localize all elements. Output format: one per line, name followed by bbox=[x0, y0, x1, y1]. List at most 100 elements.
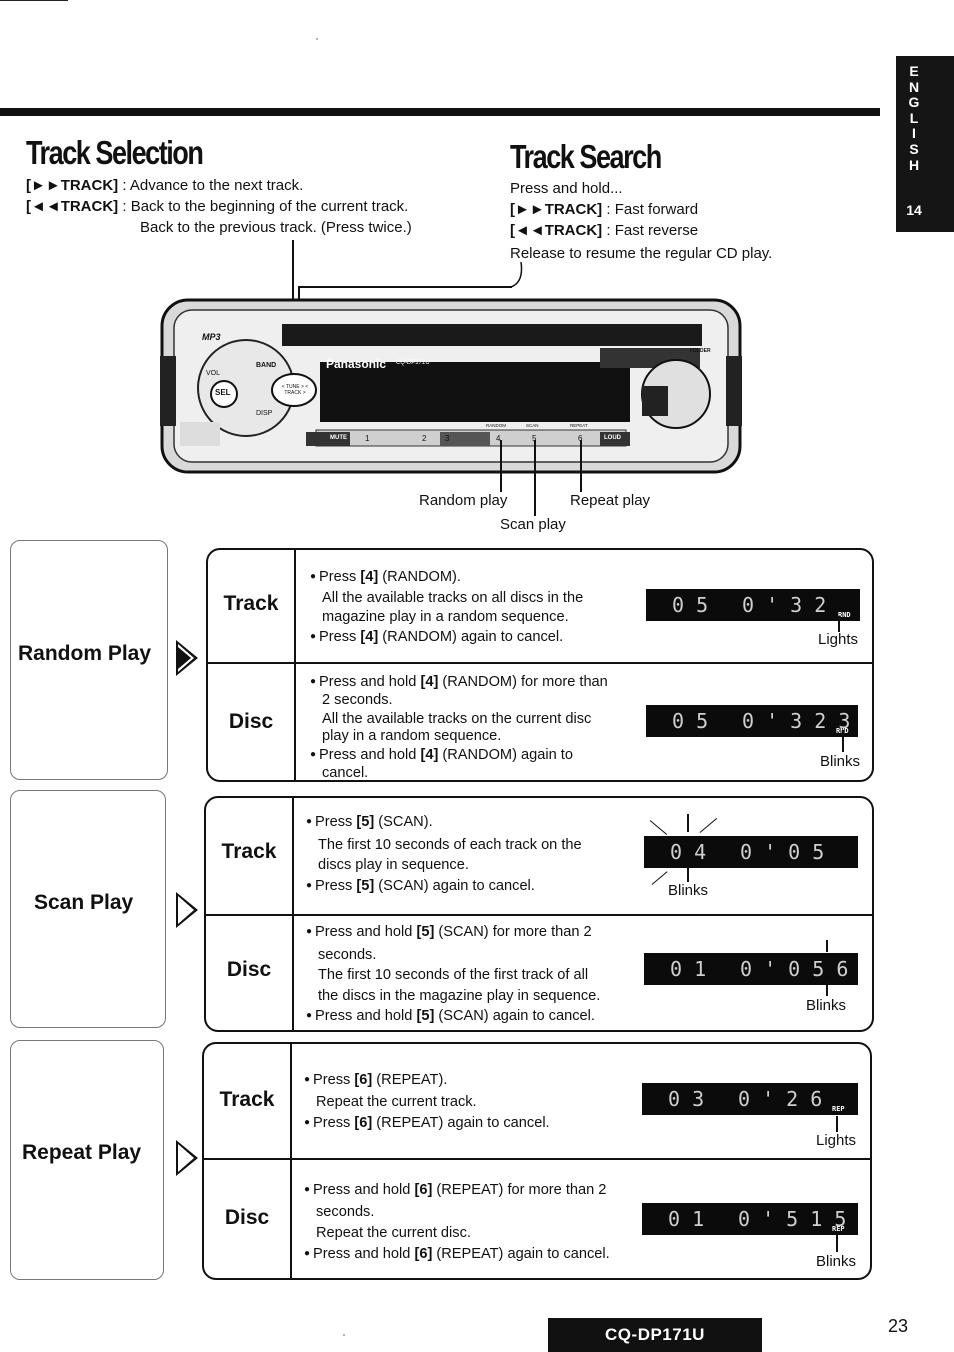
section-page-number: 14 bbox=[906, 202, 922, 218]
instruction-line: Press and hold [5] (SCAN) for more than … bbox=[306, 922, 600, 945]
repeat-play-bracket bbox=[10, 1040, 164, 1280]
blink-ray bbox=[687, 814, 689, 832]
preset-1-button[interactable]: 1 bbox=[365, 434, 370, 443]
repeat-indicator: REP bbox=[832, 1225, 845, 1233]
instruction-line: Press [5] (SCAN). bbox=[306, 812, 582, 835]
lcd-disc-number: 0 4 bbox=[670, 840, 707, 864]
preset-4-button[interactable]: 4 bbox=[496, 434, 501, 443]
folder-button[interactable]: FOLDER bbox=[690, 348, 711, 354]
tab-letter: E bbox=[909, 63, 919, 79]
language-letters: E N G L I S H bbox=[896, 63, 932, 173]
random-track-note: Lights bbox=[818, 631, 859, 648]
track-selection-title: Track Selection bbox=[26, 134, 204, 171]
key-5: [5] bbox=[416, 1008, 435, 1024]
key-6: [6] bbox=[414, 1246, 433, 1262]
instruction-line: The first 10 seconds of the first track … bbox=[318, 967, 589, 983]
instruction-line: seconds. bbox=[318, 946, 377, 963]
text: Press bbox=[315, 877, 357, 894]
random-track-instructions: Press [4] (RANDOM). All the available tr… bbox=[310, 568, 583, 648]
preset-5-button[interactable]: 5 bbox=[532, 434, 537, 443]
random-play-panel: Track Disc Press [4] (RANDOM). All the a… bbox=[206, 548, 874, 782]
instruction-line: Press and hold [4] (RANDOM) for more tha… bbox=[310, 674, 608, 692]
preset-2-button[interactable]: 2 bbox=[422, 434, 427, 443]
instruction-line: 2 seconds. bbox=[322, 692, 393, 708]
scan-track-note: Blinks bbox=[668, 882, 709, 899]
instruction-line: Repeat the current track. bbox=[316, 1094, 477, 1110]
instruction-line: Press and hold [6] (REPEAT) for more tha… bbox=[304, 1180, 610, 1202]
panel-divider bbox=[204, 1158, 870, 1160]
instruction-line: Press and hold [5] (SCAN) again to cance… bbox=[306, 1006, 600, 1029]
car-stereo-illustration: MP3 BAND VOL SEL DISP < TUNE > < TRACK >… bbox=[160, 296, 742, 476]
text: (SCAN) for more than 2 bbox=[434, 924, 592, 940]
page-number: 23 bbox=[888, 1316, 909, 1336]
panel-divider bbox=[290, 1044, 292, 1278]
repeat-label: REPEAT bbox=[570, 423, 588, 428]
repeat-track-label: Track bbox=[219, 1088, 275, 1111]
track-selection-line-3: Back to the previous track. (Press twice… bbox=[140, 219, 412, 236]
repeat-track-display: 0 3 0 ' 2 6 1 REP bbox=[642, 1083, 858, 1115]
key-5: [5] bbox=[356, 814, 375, 830]
model-footer: CQ-DP171U bbox=[548, 1318, 762, 1352]
repeat-track-instructions: Press [6] (REPEAT). Repeat the current t… bbox=[304, 1070, 550, 1135]
scan-track-label: Track bbox=[221, 840, 277, 863]
lcd-time: 0 ' 3 2 1 bbox=[742, 593, 827, 617]
random-callout-line bbox=[500, 440, 502, 492]
sel-button[interactable]: SEL bbox=[215, 388, 231, 397]
panel-divider bbox=[208, 662, 872, 664]
text: (RANDOM) for more than bbox=[438, 674, 608, 690]
tune-track-button[interactable]: < TUNE > < TRACK > bbox=[281, 384, 309, 396]
mute-button[interactable]: MUTE bbox=[330, 435, 347, 441]
text: (SCAN). bbox=[374, 814, 433, 830]
band-button[interactable]: BAND bbox=[256, 362, 277, 369]
loud-button[interactable]: LOUD bbox=[604, 435, 621, 441]
preset-6-button[interactable]: 6 bbox=[578, 434, 583, 443]
tab-letter: H bbox=[908, 156, 920, 173]
random-play-label: Random play bbox=[419, 492, 508, 509]
text: (SCAN) again to cancel. bbox=[374, 877, 535, 894]
scan-disc-label: Disc bbox=[226, 958, 272, 981]
text: Press bbox=[319, 628, 361, 645]
random-play-title: Random Play bbox=[18, 642, 152, 666]
lcd-disc-number: 0 5 bbox=[672, 593, 709, 617]
instruction-line: Press [6] (REPEAT). bbox=[304, 1070, 550, 1092]
instruction-line: magazine play in a random sequence. bbox=[322, 609, 569, 625]
lcd-disc-number: 0 5 bbox=[672, 709, 709, 733]
text: Press bbox=[313, 1115, 355, 1131]
text: Press and hold bbox=[315, 1008, 417, 1024]
text: Press bbox=[315, 814, 357, 830]
scan-label: SCAN bbox=[526, 423, 539, 428]
random-label: RANDOM bbox=[486, 423, 506, 428]
blinks-pointer bbox=[826, 982, 828, 996]
key-4: [4] bbox=[420, 747, 439, 763]
text: Press and hold bbox=[319, 674, 421, 690]
scan-disc-note: Blinks bbox=[806, 997, 847, 1014]
text: Press and hold bbox=[313, 1182, 415, 1198]
text: (SCAN) again to cancel. bbox=[434, 1008, 595, 1024]
text: Press and hold bbox=[313, 1246, 415, 1262]
scan-callout-line bbox=[534, 440, 536, 516]
instruction-line: play in a random sequence. bbox=[322, 728, 502, 744]
random-play-bracket bbox=[10, 540, 168, 780]
instruction-line: Press [4] (RANDOM). bbox=[310, 568, 583, 589]
blinks-pointer bbox=[842, 730, 844, 752]
tab-letter: N bbox=[908, 78, 920, 95]
blinks-pointer bbox=[836, 1234, 838, 1252]
key-4: [4] bbox=[360, 569, 379, 585]
brand-logo: Panasonic bbox=[326, 357, 387, 371]
track-search-line-4: Release to resume the regular CD play. bbox=[510, 245, 773, 262]
lcd-disc-number: 0 1 bbox=[670, 957, 707, 981]
panel-divider bbox=[294, 550, 296, 780]
preset-3-button[interactable]: 3 bbox=[445, 434, 450, 443]
repeat-disc-instructions: Press and hold [6] (REPEAT) for more tha… bbox=[304, 1180, 610, 1266]
key-4: [4] bbox=[360, 628, 379, 645]
random-indicator: RND bbox=[838, 611, 851, 619]
lights-pointer bbox=[836, 1116, 838, 1132]
disp-button[interactable]: DISP bbox=[256, 410, 273, 417]
text: (REPEAT) for more than 2 bbox=[432, 1182, 607, 1198]
random-disc-instructions: Press and hold [4] (RANDOM) for more tha… bbox=[310, 674, 608, 782]
prev-track-desc: : Back to the beginning of the current t… bbox=[118, 198, 409, 215]
instruction-line: All the available tracks on the current … bbox=[322, 711, 592, 727]
scan-speck bbox=[343, 1334, 345, 1336]
key-6: [6] bbox=[414, 1182, 433, 1198]
instruction-line: Press [4] (RANDOM) again to cancel. bbox=[310, 628, 583, 649]
